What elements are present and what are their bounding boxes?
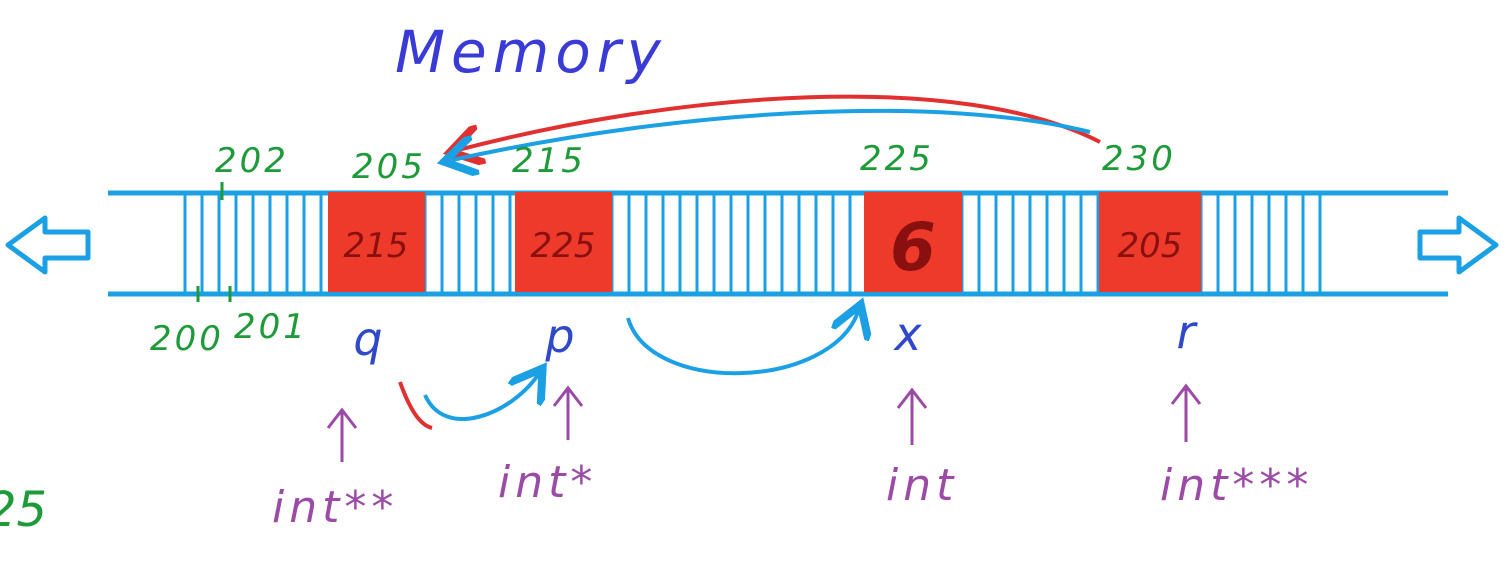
edge-text: 25: [0, 482, 47, 538]
address-200: 200: [150, 319, 224, 359]
cell-x-value: 6: [890, 209, 936, 286]
type-r: int***: [1160, 460, 1313, 511]
variable-x: x: [892, 307, 922, 361]
address-215: 215: [512, 141, 586, 181]
type-q: int**: [272, 482, 398, 533]
type-p: int*: [498, 457, 597, 508]
cell-q-value: 215: [344, 226, 409, 266]
address-201: 201: [234, 307, 308, 347]
pointer-arrow-q-to-p-red: [398, 381, 433, 430]
cell-q: 215: [328, 192, 425, 292]
address-202: 202: [215, 141, 289, 181]
address-230: 230: [1102, 139, 1176, 179]
cell-r-value: 205: [1118, 226, 1183, 266]
address-205: 205: [352, 147, 426, 187]
variable-q: q: [353, 312, 382, 366]
up-arrow-icon: [896, 387, 928, 445]
pointer-arrow-r-to-q-blue: [452, 108, 1091, 160]
pointer-arrow-p-to-x: [626, 312, 858, 376]
up-arrow-icon: [1170, 383, 1202, 442]
variable-p: p: [544, 309, 574, 363]
address-225: 225: [860, 139, 934, 179]
up-arrow-icon: [326, 407, 358, 462]
type-x: int: [886, 460, 958, 511]
cell-p: 225: [515, 192, 612, 292]
diagram-title: Memory: [395, 18, 667, 86]
cell-r: 205: [1099, 192, 1201, 292]
cell-x: 6: [864, 192, 962, 292]
up-arrow-icon: [552, 385, 584, 440]
pointer-arrow-q-to-p-blue: [423, 375, 538, 421]
variable-r: r: [1177, 305, 1199, 359]
cell-p-value: 225: [531, 226, 596, 266]
pointer-arrow-r-to-q-red: [458, 94, 1101, 150]
arrow-right-icon: [1417, 215, 1499, 275]
memory-tape: [108, 190, 1448, 297]
arrow-left-icon: [5, 215, 91, 275]
